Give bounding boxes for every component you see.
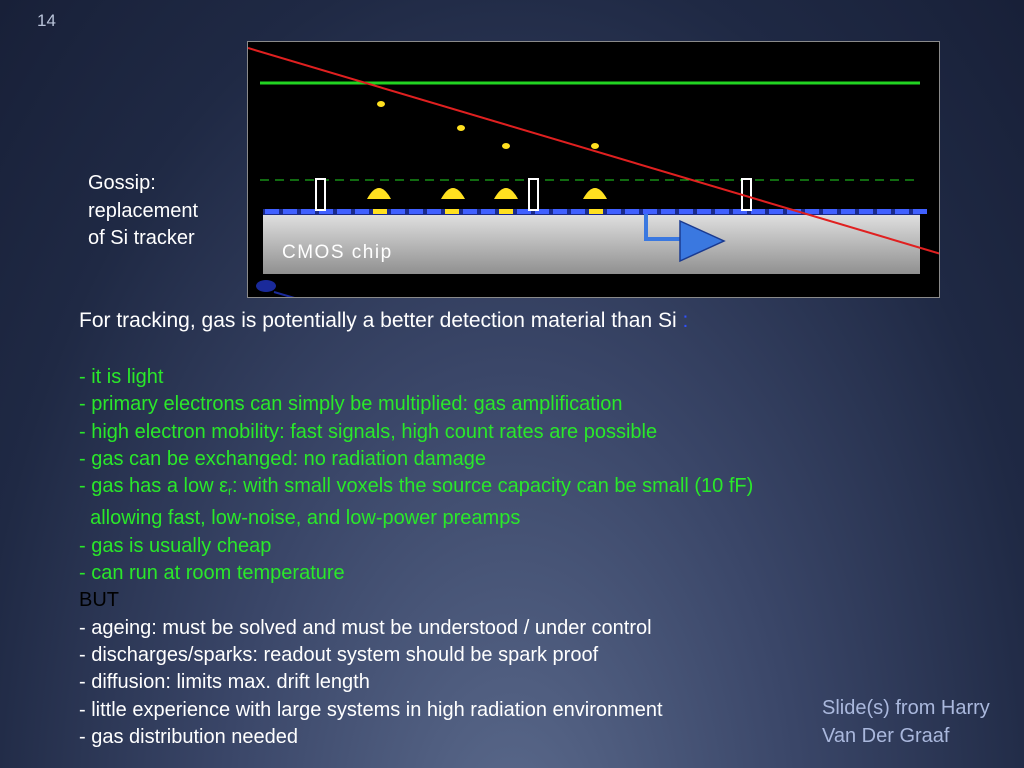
pixel-pad xyxy=(463,209,477,214)
pro-item: - can run at room temperature xyxy=(79,562,345,585)
pixel-pad xyxy=(679,209,693,214)
pixel-pad xyxy=(805,209,819,214)
pixel-pad xyxy=(787,209,801,214)
heading-text: For tracking, gas is potentially a bette… xyxy=(79,309,677,332)
permittivity-text: - gas has a low ε xyxy=(79,475,228,498)
pixel-pad xyxy=(769,209,783,214)
pixel-pad xyxy=(355,209,369,214)
pixel-pad xyxy=(427,209,441,214)
pixel-pad xyxy=(301,209,315,214)
credit-line: Van Der Graaf xyxy=(822,725,950,747)
avalanche-dome xyxy=(494,188,518,199)
pixel-pad xyxy=(697,209,711,214)
pillar xyxy=(315,178,326,211)
pixel-pad xyxy=(553,209,567,214)
heading-colon: : xyxy=(682,309,689,332)
electron xyxy=(377,101,385,107)
con-item: - little experience with large systems i… xyxy=(79,698,663,721)
pixel-pad-strip xyxy=(263,209,927,215)
pixel-pad xyxy=(823,209,837,214)
con-item: - ageing: must be solved and must be und… xyxy=(79,616,652,639)
pixel-pad xyxy=(643,209,657,214)
corner-marker-tail xyxy=(273,291,295,297)
pixel-pad xyxy=(733,209,747,214)
main-text: For tracking, gas is potentially a bette… xyxy=(79,306,879,751)
permittivity-text-rest: : with small voxels the source capacity … xyxy=(231,475,754,498)
figure-caption-line: replacement xyxy=(88,199,199,222)
pixel-pad xyxy=(715,209,729,214)
pixel-pad xyxy=(319,209,333,214)
pixel-pad xyxy=(409,209,423,214)
avalanche-dome xyxy=(367,188,391,199)
pro-item-continued: allowing fast, low-noise, and low-power … xyxy=(79,507,521,530)
pixel-pad xyxy=(661,209,675,214)
pro-item: - gas is usually cheap xyxy=(79,534,272,557)
pixel-pad xyxy=(481,209,495,214)
figure-caption-line: of Si tracker xyxy=(88,227,195,249)
pro-item: - gas can be exchanged: no radiation dam… xyxy=(79,447,486,470)
pro-item: - high electron mobility: fast signals, … xyxy=(79,420,658,443)
gossip-detector-diagram: CMOS chip xyxy=(247,41,940,298)
pillar xyxy=(528,178,539,211)
pixel-pad xyxy=(535,209,549,214)
pixel-pad xyxy=(373,209,387,214)
main-heading: For tracking, gas is potentially a bette… xyxy=(79,306,879,336)
electron xyxy=(457,125,465,131)
slide-number: 14 xyxy=(37,11,56,30)
detector-drawing: CMOS chip xyxy=(248,47,939,297)
avalanche-dome xyxy=(441,188,465,199)
con-item: - gas distribution needed xyxy=(79,725,299,748)
permittivity-subscript: r xyxy=(227,484,232,499)
pixel-pad xyxy=(391,209,405,214)
pixel-pad xyxy=(517,209,531,214)
but-label: BUT xyxy=(79,589,119,612)
pro-item-permittivity: - gas has a low εr: with small voxels th… xyxy=(79,473,879,505)
amplifier-triangle-icon xyxy=(679,219,726,263)
readout-connection xyxy=(644,214,680,241)
credit: Slide(s) from Harry Van Der Graaf xyxy=(822,694,990,750)
pixel-pad xyxy=(607,209,621,214)
con-item: - discharges/sparks: readout system shou… xyxy=(79,643,599,666)
pixel-pad xyxy=(751,209,765,214)
pro-item: - primary electrons can simply be multip… xyxy=(79,393,623,416)
electron xyxy=(591,143,599,149)
particle-track xyxy=(248,47,939,255)
pixel-pad xyxy=(841,209,855,214)
pixel-pad xyxy=(499,209,513,214)
electron xyxy=(502,143,510,149)
figure-caption: Gossip: replacement of Si tracker xyxy=(88,170,198,253)
pixel-pad xyxy=(895,209,909,214)
pixel-pad xyxy=(859,209,873,214)
pixel-pad xyxy=(265,209,279,214)
con-item: - diffusion: limits max. drift length xyxy=(79,671,370,694)
pixel-pad xyxy=(913,209,927,214)
pixel-pad xyxy=(571,209,585,214)
pro-item: - it is light xyxy=(79,366,164,388)
pixel-pad xyxy=(625,209,639,214)
pixel-pad xyxy=(877,209,891,214)
pixel-pad xyxy=(445,209,459,214)
figure-caption-line: Gossip: xyxy=(88,172,156,194)
pixel-pad xyxy=(589,209,603,214)
pixel-pad xyxy=(283,209,297,214)
credit-line: Slide(s) from Harry xyxy=(822,697,990,719)
pixel-pad xyxy=(337,209,351,214)
corner-marker xyxy=(256,280,276,292)
cmos-chip xyxy=(263,214,920,274)
chip-label: CMOS chip xyxy=(282,242,393,263)
avalanche-dome xyxy=(583,188,607,199)
